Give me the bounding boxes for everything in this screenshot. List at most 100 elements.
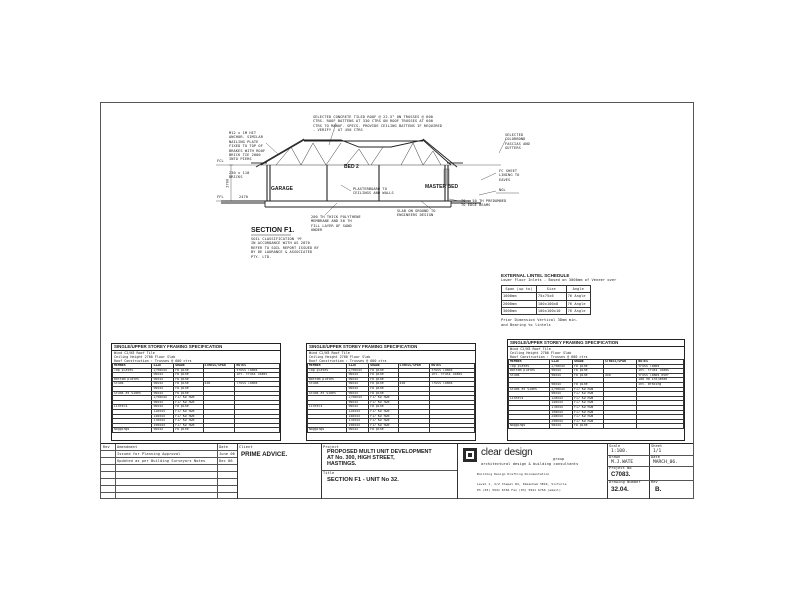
lintel-note: Prior Dimension Vertical 3Dmm min.: [501, 318, 578, 323]
framing-table-2: SINGLE/UPPER STOREY FRAMING SPECIFICATIO…: [306, 343, 476, 441]
lintel-cell: 76 Angle: [565, 299, 592, 309]
project-panel: Project PROPOSED MULTI UNIT DEVELOPMENT …: [321, 444, 458, 499]
company-line: Level 1, 2/2 Chapel Rd, Pakenham 3810, V…: [477, 482, 567, 486]
meta-panel-right: Sheet 1/1 Date MARCH_06. Rev B.: [649, 444, 693, 499]
framing-table-meta: Roof Construction : Trusses @ 600 ctrs: [510, 355, 588, 359]
lintel-note: and Bearing to lintels: [501, 322, 551, 327]
framing-cell: 90x45: [549, 423, 574, 429]
framing-cell: [636, 423, 684, 429]
lintel-cell: 76 Angle: [565, 292, 592, 301]
project-line: PROPOSED MULTI UNIT DEVELOPMENT: [327, 449, 432, 455]
lintel-cell: 76 Angle: [565, 307, 592, 316]
framing-table-meta: Roof Construction : Trusses @ 600 ctrs: [114, 359, 192, 363]
section-title: SECTION F1.: [251, 227, 295, 234]
project-line: AT No. 300, HIGH STREET,: [327, 455, 395, 461]
framing-cell: Noggings: [507, 423, 551, 429]
room-label-master: MASTER BED: [425, 184, 459, 190]
room-label-bed2: BED 2: [344, 164, 359, 170]
section-note-line: SOIL CLASSIFICATION 'M': [251, 237, 304, 241]
lintel-table: Span (up to) Size Angle 1000mm 75x75x6 7…: [501, 284, 592, 316]
level-ffl: FFL: [217, 195, 224, 199]
rev-header-rev: Rev: [103, 445, 110, 449]
framing-table-meta: Ceiling Height 2700 Floor Slab: [510, 351, 572, 355]
revision-date: June 06: [219, 452, 235, 456]
level-ngl: NGL: [499, 188, 506, 192]
lintel-cell: 100x100x8: [535, 299, 567, 309]
drawing-sheet: GARAGE BED 2 MASTER BED FCL FFL NGL 2700…: [100, 102, 694, 499]
framing-table-1: SINGLE/UPPER STOREY FRAMING SPECIFICATIO…: [111, 343, 281, 441]
rev-label: Rev: [651, 480, 658, 484]
lintel-subtitle: Lower Floor Inlets - Based on 3000mm of …: [501, 278, 617, 283]
drawing-no-value: 32.04.: [611, 486, 629, 493]
note-roof: SELECTED CONCRETE TILED ROOF @ 22.5° ON …: [313, 115, 443, 133]
scale-label: Scale: [609, 444, 621, 448]
title-label: Title: [323, 471, 335, 475]
lintel-header: Span (up to): [501, 284, 537, 294]
framing-cell: 90x45: [346, 427, 370, 433]
meta-panel-left: Scale 1:100. Drawn M.J.WATE Project No C…: [607, 444, 650, 499]
note-wall-plate: M12 x 1M HIT ANCHOR. SIMILAR NAILING PLA…: [229, 131, 266, 162]
drawn-label: Drawn: [609, 455, 621, 459]
note-eaves: FC SHEET LINING TO EAVES: [499, 169, 520, 182]
note-brick: 230 x 110 BRICKS: [229, 171, 250, 180]
client-label: Client: [239, 445, 253, 449]
framing-table-title: SINGLE/UPPER STOREY FRAMING SPECIFICATIO…: [112, 344, 280, 351]
sheet-label: Sheet: [651, 444, 663, 448]
lintel-cell: 2000mm: [501, 299, 537, 309]
framing-cell: F8 pine: [173, 427, 204, 433]
note-membrane: 200 TH THICK POLYTHENE MEMBRANE AND 50 T…: [311, 215, 361, 233]
framing-cell: Noggings: [306, 427, 348, 433]
framing-table-meta: Wind C2/N3 Roof Tile: [510, 347, 551, 351]
section-drawing: [216, 122, 519, 236]
project-no-value: C7083.: [611, 472, 631, 478]
lintel-header: Size: [535, 284, 567, 294]
title-block: Rev Amendment Date Issued for Planning A…: [101, 443, 693, 499]
lintel-cell: 1000mm: [501, 292, 537, 301]
dim-height: 2700: [225, 178, 230, 188]
revision-date: Dec 06: [219, 459, 233, 463]
sheet-value: 1/1: [653, 449, 662, 454]
date-label: Date: [651, 455, 661, 459]
company-logo-icon: [463, 448, 477, 462]
framing-table-title: SINGLE/UPPER STOREY FRAMING SPECIFICATIO…: [307, 344, 475, 351]
drawing-no-label: Drawing Number: [609, 480, 641, 484]
project-label: Project: [323, 445, 339, 449]
company-line: Ph (03) 5941 6766 Fax (03) 5941 6766 (em…: [477, 488, 561, 492]
company-sub: group: [553, 457, 565, 461]
revisions-panel: Rev Amendment Date Issued for Planning A…: [101, 444, 238, 499]
company-name: clear design: [481, 447, 533, 458]
rev-value: B.: [655, 486, 662, 493]
section-note-line: BY DE LAURANCE & ASSOCIATED: [251, 250, 313, 255]
section-note-line: IN ACCORDANCE WITH AS 2870: [251, 241, 310, 246]
lintel-header: Angle: [565, 284, 592, 294]
framing-table-meta: Ceiling Height 2700 Floor Slab: [309, 355, 371, 359]
client-name: PRIME ADVICE.: [241, 451, 288, 458]
framing-cell: F8 pine: [368, 427, 399, 433]
framing-cell: F8 pine: [572, 423, 604, 429]
note-edge: 70 + 50 TH PREDOMBED TO EDGE BEAMS: [461, 199, 507, 208]
framing-cell: [234, 427, 280, 433]
framing-table-meta: Roof Construction : Trusses @ 600 ctrs: [309, 359, 387, 363]
framing-table-meta: Ceiling Height 2700 Floor Slab: [114, 355, 176, 359]
framing-table-title: SINGLE/UPPER STOREY FRAMING SPECIFICATIO…: [508, 340, 684, 347]
lintel-cell: 75x75x6: [535, 292, 567, 301]
lintel-cell: 100x100x10: [535, 307, 567, 316]
framing-table-3: SINGLE/UPPER STOREY FRAMING SPECIFICATIO…: [507, 339, 685, 441]
framing-cell: [202, 427, 236, 433]
lintel-schedule: EXTERNAL LINTEL SCHEDULE Lower Floor Inl…: [501, 273, 631, 327]
company-panel: clear design group architectural design …: [457, 444, 608, 499]
lintel-cell: 3000mm: [501, 307, 537, 316]
company-line: Building Design Drafting Documentation: [477, 472, 550, 476]
company-tag: architectural design & building consulta…: [481, 462, 579, 466]
level-fcl: FCL: [217, 159, 224, 163]
note-plaster: PLASTERBOARD TO CEILINGS AND WALLS: [353, 187, 394, 196]
client-panel: Client PRIME ADVICE.: [237, 444, 322, 499]
note-slab: SLAB ON GROUND TO ENGINEERS DESIGN: [397, 209, 436, 218]
